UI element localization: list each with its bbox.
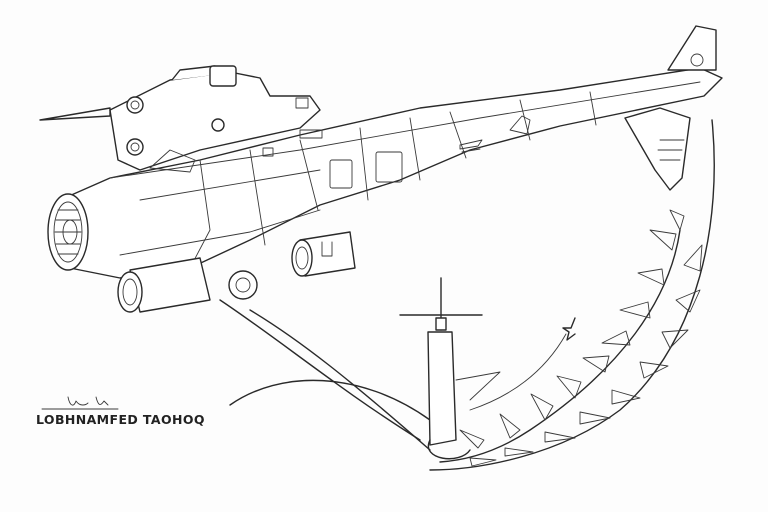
turret-assembly [39, 65, 323, 173]
tail-fin [624, 25, 717, 191]
signature-scribble [41, 396, 119, 410]
emblem-arc [429, 119, 715, 471]
engine-pods [117, 231, 356, 313]
swoosh-strand [249, 309, 431, 451]
laurel-wreath [439, 209, 703, 467]
aircraft-fuselage [59, 67, 723, 279]
nose-intake [47, 193, 89, 271]
swoosh-strand [219, 299, 421, 441]
caption-text: LOBHNAMFED TAOHOQ [36, 412, 205, 427]
small-star [562, 317, 576, 341]
lighthouse-star [399, 277, 501, 460]
swoosh-strand [229, 379, 431, 421]
star-trail [469, 333, 567, 411]
